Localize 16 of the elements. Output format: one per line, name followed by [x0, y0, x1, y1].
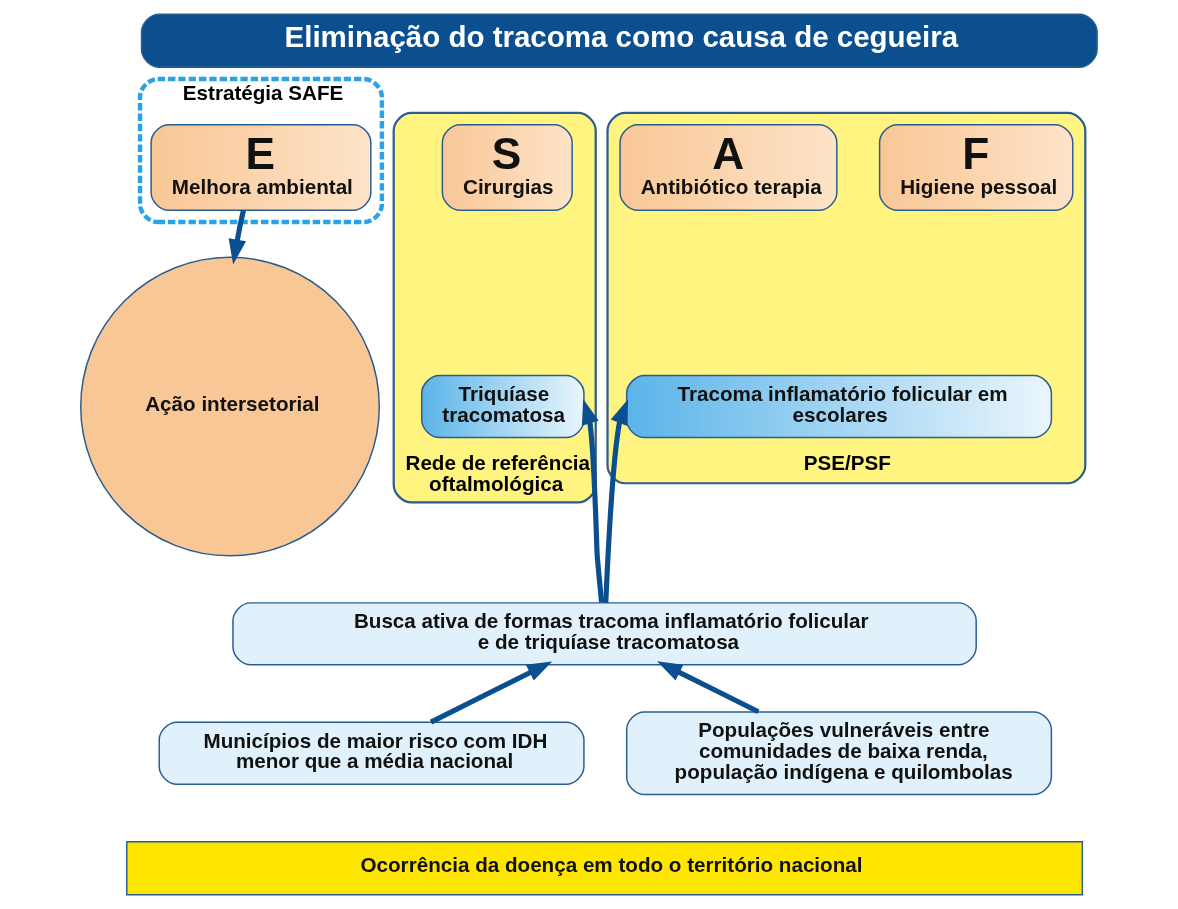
arrow: [429, 661, 553, 725]
node-box: A Antibiótico terapia: [619, 124, 838, 211]
node-box: Tracoma inflamatório folicular em escolares: [625, 374, 1053, 439]
arrow: [603, 399, 629, 603]
node-box: Eliminação do tracoma como causa de cegueira: [140, 13, 1098, 68]
node-circle: Ação intersetorial: [80, 256, 381, 557]
node-box: Busca ativa de formas tracoma inflamatório folicular e de triquíase tracomatosa: [232, 602, 977, 666]
node-box: Ocorrência da doença em todo o território nacional: [126, 841, 1084, 896]
node-box: Municípios de maior risco com IDH menor que a média nacional: [158, 721, 585, 785]
node-box: S Cirurgias: [441, 124, 573, 211]
node-box: Triquíase tracomatosa: [421, 374, 585, 439]
node-box: F Higiene pessoal: [878, 124, 1074, 211]
node-box: Populações vulneráveis entre comunidades de baixa renda, população indígena e quilombolas: [625, 711, 1053, 796]
arrow: [581, 399, 605, 603]
node-box: E Melhora ambiental: [150, 124, 372, 211]
arrow: [656, 661, 760, 715]
